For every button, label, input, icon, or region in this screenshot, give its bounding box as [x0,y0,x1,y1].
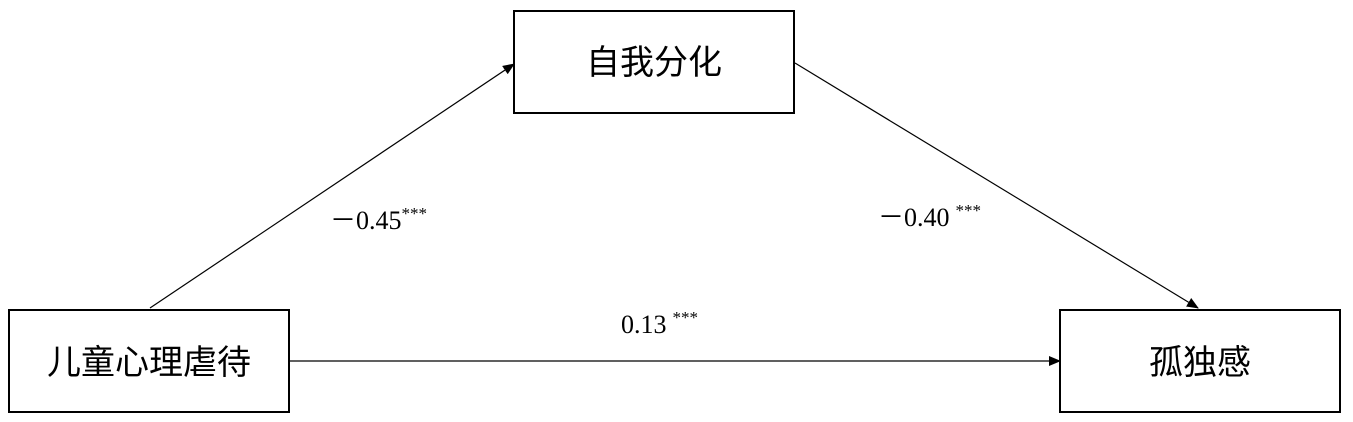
path-c-coefficient: 0.13 *** [621,308,698,339]
mediator-label: 自我分化 [586,43,722,83]
path-a-arrow [149,63,515,309]
path-a-coefficient: －0.45*** [330,204,427,235]
path-a-significance: *** [402,204,428,223]
path-a-value: －0.45 [330,206,402,235]
predictor-label: 儿童心理虐待 [47,343,251,383]
outcome-label: 孤独感 [1149,343,1251,383]
mediator-box [513,10,795,114]
outcome-box [1059,309,1341,413]
path-c-significance: *** [673,308,699,327]
path-b-value: －0.40 [878,203,950,232]
path-b-significance: *** [956,201,982,220]
path-b-arrow [794,62,1199,309]
path-c-value: 0.13 [621,310,667,339]
predictor-box [8,309,290,413]
path-b-coefficient: －0.40 *** [878,201,981,232]
